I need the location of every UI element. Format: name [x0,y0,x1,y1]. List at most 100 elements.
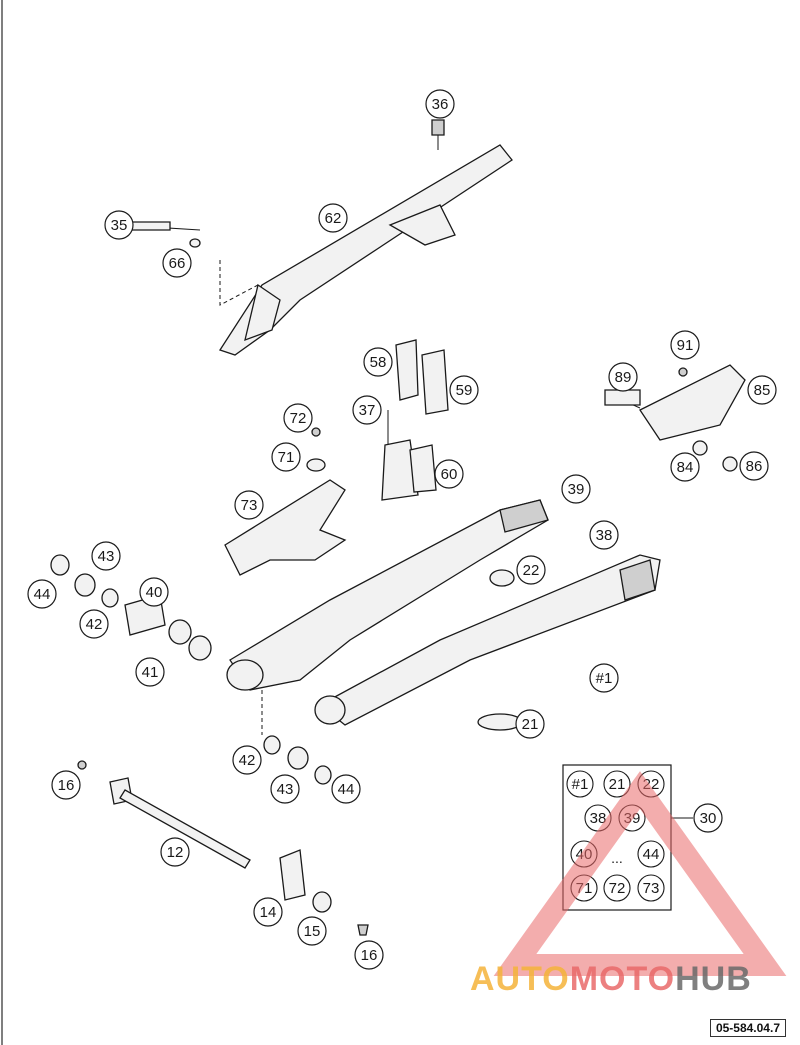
callout-c60: 60 [434,459,464,489]
callout-circle [670,452,700,482]
callout-circle [297,916,327,946]
callout-c35: 35 [104,210,134,240]
callout-label: 91 [677,337,694,354]
callout-label: 71 [278,449,295,466]
callout-c39: 39 [561,474,591,504]
callout-circle [425,89,455,119]
callout-label: #1 [596,670,613,687]
callout-c44b: 44 [331,774,361,804]
kit-item-label: 21 [609,776,626,793]
callout-c1: #1 [589,663,619,693]
callout-c36: 36 [425,89,455,119]
callout-label: 86 [746,458,763,475]
callout-c62: 62 [318,203,348,233]
kit-item-label: 72 [609,880,626,897]
callout-c91: 91 [670,330,700,360]
kit-item-circle [637,874,665,902]
watermark-part-moto: MOTO [569,960,676,998]
watermark-part-auto: AUTO [470,960,570,998]
callout-label: 44 [338,781,355,798]
kit-item: 72 [603,874,631,902]
callout-circle [271,442,301,472]
callout-label: 42 [86,616,103,633]
callout-label: 39 [568,481,585,498]
callout-c42b: 42 [232,745,262,775]
callout-label: 30 [700,810,717,827]
callout-circle [253,897,283,927]
callout-circle [449,375,479,405]
callout-c66: 66 [162,248,192,278]
callout-circle [608,362,638,392]
callout-c16a: 16 [51,770,81,800]
callout-c21: 21 [515,709,545,739]
rear-brake-hose-bracket-parts [381,339,449,501]
callout-circle [747,375,777,405]
callout-circle [589,520,619,550]
callout-c15: 15 [297,916,327,946]
callout-circle [331,774,361,804]
callout-c41: 41 [135,657,165,687]
kit-item: ... [611,850,623,866]
callout-circle [139,577,169,607]
callout-c58: 58 [363,347,393,377]
callout-c12: 12 [160,837,190,867]
callout-c72: 72 [283,403,313,433]
kit-item: 21 [603,770,631,798]
reference-code: 05-584.04.7 [709,1019,786,1037]
callout-label: 21 [522,716,539,733]
callout-circle [363,347,393,377]
watermark-part-hub: HUB [675,960,752,998]
callout-circle [79,609,109,639]
callout-circle [693,803,723,833]
callout-label: 62 [325,210,342,227]
callout-circle [135,657,165,687]
callout-circle [270,774,300,804]
callout-c22: 22 [516,555,546,585]
callout-label: 43 [98,548,115,565]
chain-guide-part [604,364,746,472]
callout-c84: 84 [670,452,700,482]
callout-circle [91,541,121,571]
kit-item: 44 [637,840,665,868]
callout-circle [232,745,262,775]
callout-c71: 71 [271,442,301,472]
swingarm-pivot-axle-part [77,760,369,936]
callout-label: 38 [596,527,613,544]
kit-item-circle [603,874,631,902]
callout-circle [51,770,81,800]
callout-circle [352,395,382,425]
callout-label: 73 [241,497,258,514]
callout-label: 15 [304,923,321,940]
kit-item-label: #1 [572,776,589,793]
callout-label: 85 [754,382,771,399]
kit-item-label: ... [611,850,623,866]
callout-c89: 89 [608,362,638,392]
callout-label: 42 [239,752,256,769]
callout-circle [160,837,190,867]
callout-c86: 86 [739,451,769,481]
callout-label: 22 [523,562,540,579]
callout-label: 89 [615,369,632,386]
callout-c37: 37 [352,395,382,425]
kit-item: #1 [566,770,594,798]
kit-item-circle [603,770,631,798]
callout-circle [434,459,464,489]
callout-label: 40 [146,584,163,601]
callout-label: 66 [169,255,186,272]
chain-guard-part [117,119,513,356]
callout-circle [162,248,192,278]
kit-item-label: 38 [590,810,607,827]
callout-label: 43 [277,781,294,798]
callout-circle [515,709,545,739]
callout-label: 84 [677,459,694,476]
callout-circle [561,474,591,504]
callout-label: 16 [58,777,75,794]
kit-item-circle [637,840,665,868]
callout-c85: 85 [747,375,777,405]
callout-circle [739,451,769,481]
pivot-bearing-parts [50,554,212,661]
callout-label: 12 [167,844,184,861]
callout-label: 41 [142,664,159,681]
callout-label: 44 [34,586,51,603]
